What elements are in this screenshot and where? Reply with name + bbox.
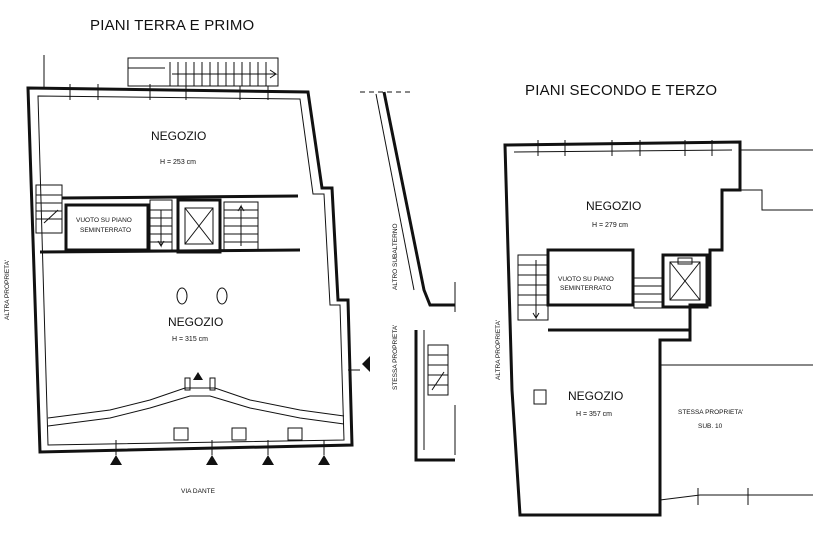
left-floor-plan: NEGOZIO H = 253 cm VUOTO SU PIANO SEMINT… — [4, 55, 399, 495]
left-plan-top-staircase — [127, 57, 279, 87]
title-ground-first-floor: PIANI TERRA E PRIMO — [90, 17, 254, 34]
other-sub-vertical-label: ALTRO SUBALTERNO — [392, 223, 399, 290]
left-plan-shop-front — [47, 372, 345, 465]
left-plan-outer-wall — [26, 86, 354, 454]
right-plan-outer-wall — [503, 140, 742, 517]
left-void-label-2: SEMINTERRATO — [80, 227, 131, 234]
left-plan-side-staircase — [35, 184, 63, 234]
column-left — [176, 287, 188, 305]
right-plan-central-core — [546, 248, 709, 332]
left-plan-windows-top — [69, 84, 269, 100]
column-right — [216, 287, 228, 305]
street-label: VIA DANTE — [181, 488, 216, 495]
right-room-top-label: NEGOZIO — [586, 199, 641, 213]
adjacent-strip — [360, 91, 456, 462]
left-side-neighbor-label: ALTRA PROPRIETA' — [4, 260, 11, 320]
sub-10-label: SUB. 10 — [698, 423, 723, 430]
left-room-bottom-label: NEGOZIO — [168, 315, 223, 329]
same-owner-label: STESSA PROPRIETA' — [678, 409, 743, 416]
right-room-top-height: H = 279 cm — [592, 222, 628, 229]
right-plan-windows-top — [537, 140, 713, 156]
right-plan-side-staircase — [517, 254, 549, 321]
title-second-third-floor: PIANI SECONDO E TERZO — [525, 82, 717, 99]
right-void-label-2: SEMINTERRATO — [560, 285, 611, 292]
right-room-bottom-label: NEGOZIO — [568, 389, 623, 403]
left-void-label-1: VUOTO SU PIANO — [76, 217, 132, 224]
right-void-label-1: VUOTO SU PIANO — [558, 276, 614, 283]
right-floor-plan: NEGOZIO H = 279 cm VUOTO SU PIANO SEMINT… — [495, 140, 813, 517]
right-side-neighbor-label: ALTRA PROPRIETA' — [495, 320, 502, 380]
same-owner-vertical-label: STESSA PROPRIETA' — [392, 325, 399, 390]
left-room-top-height: H = 253 cm — [160, 159, 196, 166]
left-room-bottom-height: H = 315 cm — [172, 336, 208, 343]
right-room-bottom-height: H = 357 cm — [576, 411, 612, 418]
left-room-top-label: NEGOZIO — [151, 129, 206, 143]
left-plan-central-core — [39, 194, 301, 254]
right-plan-pillar — [533, 389, 547, 405]
